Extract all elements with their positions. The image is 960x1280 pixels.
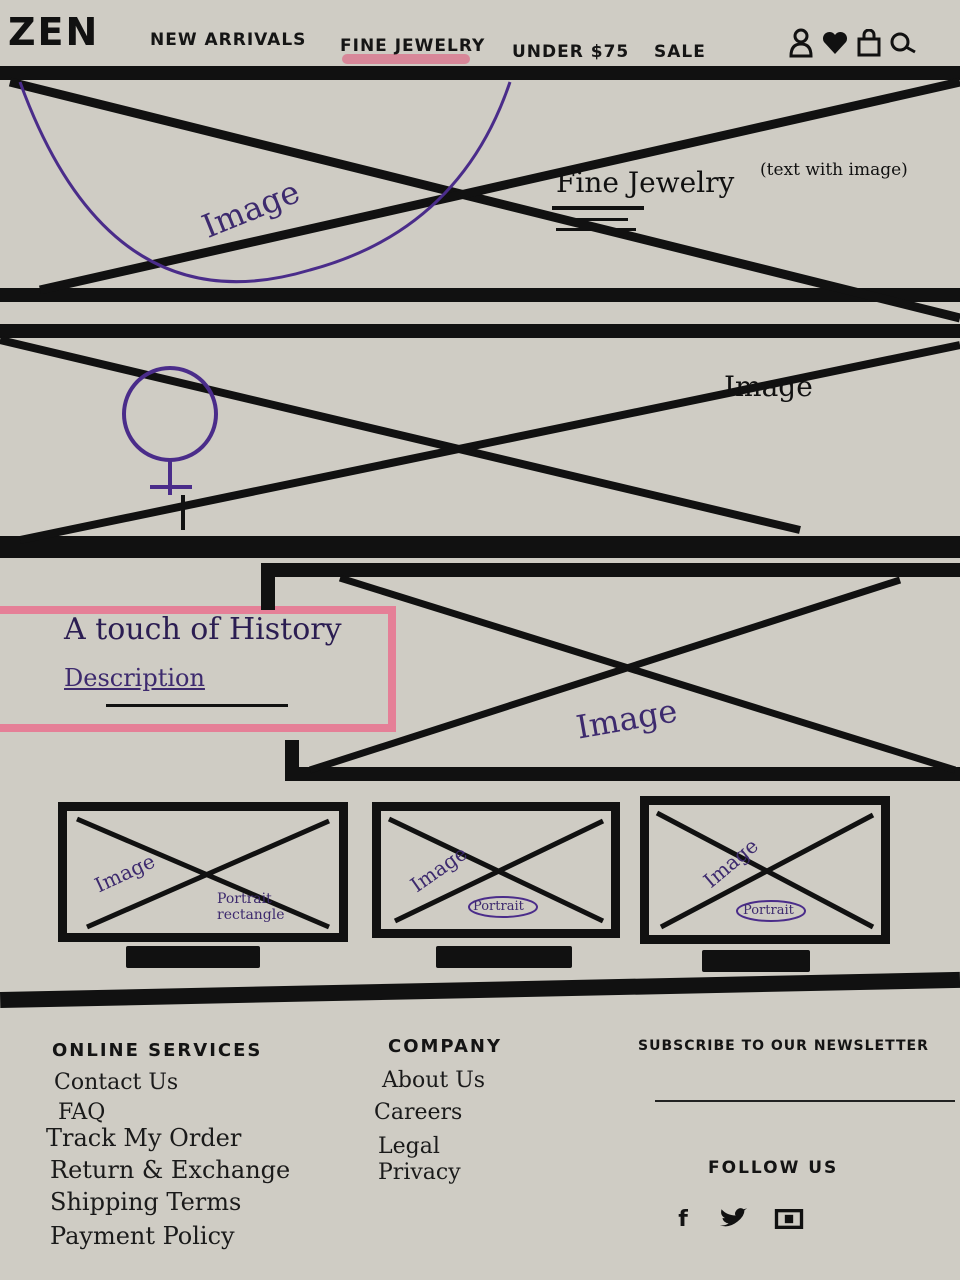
wishlist-icon[interactable] [820,28,850,58]
twitter-icon[interactable] [718,1205,748,1233]
hero-bottom-border [0,288,960,302]
hero-top-border [0,66,960,80]
site-logo[interactable]: ZEN [8,10,100,54]
footer-link-contact-us[interactable]: Contact Us [54,1070,179,1095]
product-card-1-orientation: Portrait rectangle [217,891,285,923]
hero-image-placeholder [8,77,960,323]
banner-top-border [0,324,960,338]
history-description: Description [64,664,205,692]
footer-heading-company: COMPANY [388,1036,502,1057]
product-card-1-button[interactable] [126,946,260,968]
product-card-2-orientation: Portrait [473,899,524,914]
history-title: A touch of History [64,612,342,647]
banner-image-placeholder [0,336,960,544]
footer-link-legal[interactable]: Legal [378,1134,440,1159]
footer-link-privacy[interactable]: Privacy [378,1160,461,1185]
nav-new-arrivals[interactable]: NEW ARRIVALS [150,30,307,50]
nav-fine-jewelry[interactable]: FINE JEWELRY [340,36,486,56]
hero-text-line [556,228,636,231]
bag-icon[interactable] [854,28,884,58]
hero-annotation: (text with image) [760,160,908,180]
instagram-icon[interactable] [774,1205,804,1233]
footer-heading-follow: FOLLOW US [708,1158,839,1178]
search-icon[interactable] [888,28,918,58]
active-nav-highlight [342,54,470,64]
history-image-placeholder [261,563,960,781]
footer-top-border [0,971,960,1008]
product-card-1[interactable]: Image Portrait rectangle [58,802,348,942]
hero-text-line [556,218,628,221]
product-card-3-button[interactable] [702,950,810,972]
nav-sale[interactable]: SALE [654,42,706,62]
nav-under-75[interactable]: UNDER $75 [512,42,630,62]
footer-link-about-us[interactable]: About Us [382,1068,486,1093]
history-text-block [0,606,396,732]
product-card-3[interactable]: Image Portrait [640,796,890,944]
header-icons [786,28,918,58]
product-card-2-image [387,816,605,924]
product-card-3-image [655,810,875,930]
product-card-2[interactable]: Image Portrait [372,802,620,938]
hero-text-line [552,206,644,210]
description-underline [106,704,288,707]
product-card-3-orientation: Portrait [743,903,794,918]
hero-heading-note: Fine Jewelry [556,166,735,199]
footer-link-return-exchange[interactable]: Return & Exchange [50,1156,291,1184]
banner-image-label: Image [724,370,813,403]
product-card-2-button[interactable] [436,946,572,968]
footer-heading-newsletter: SUBSCRIBE TO OUR NEWSLETTER [638,1038,929,1054]
account-icon[interactable] [786,28,816,58]
banner-bottom-border [0,536,960,558]
footer-link-shipping-terms[interactable]: Shipping Terms [50,1188,242,1216]
product-card-1-image [76,816,331,930]
footer-link-careers[interactable]: Careers [374,1100,463,1125]
footer-heading-online-services: ONLINE SERVICES [52,1040,263,1061]
facebook-icon[interactable]: f [678,1206,688,1232]
footer-link-track-my-order[interactable]: Track My Order [46,1124,242,1152]
newsletter-email-input[interactable] [655,1100,955,1102]
footer-link-faq[interactable]: FAQ [58,1100,106,1125]
footer-link-payment-policy[interactable]: Payment Policy [50,1222,235,1250]
